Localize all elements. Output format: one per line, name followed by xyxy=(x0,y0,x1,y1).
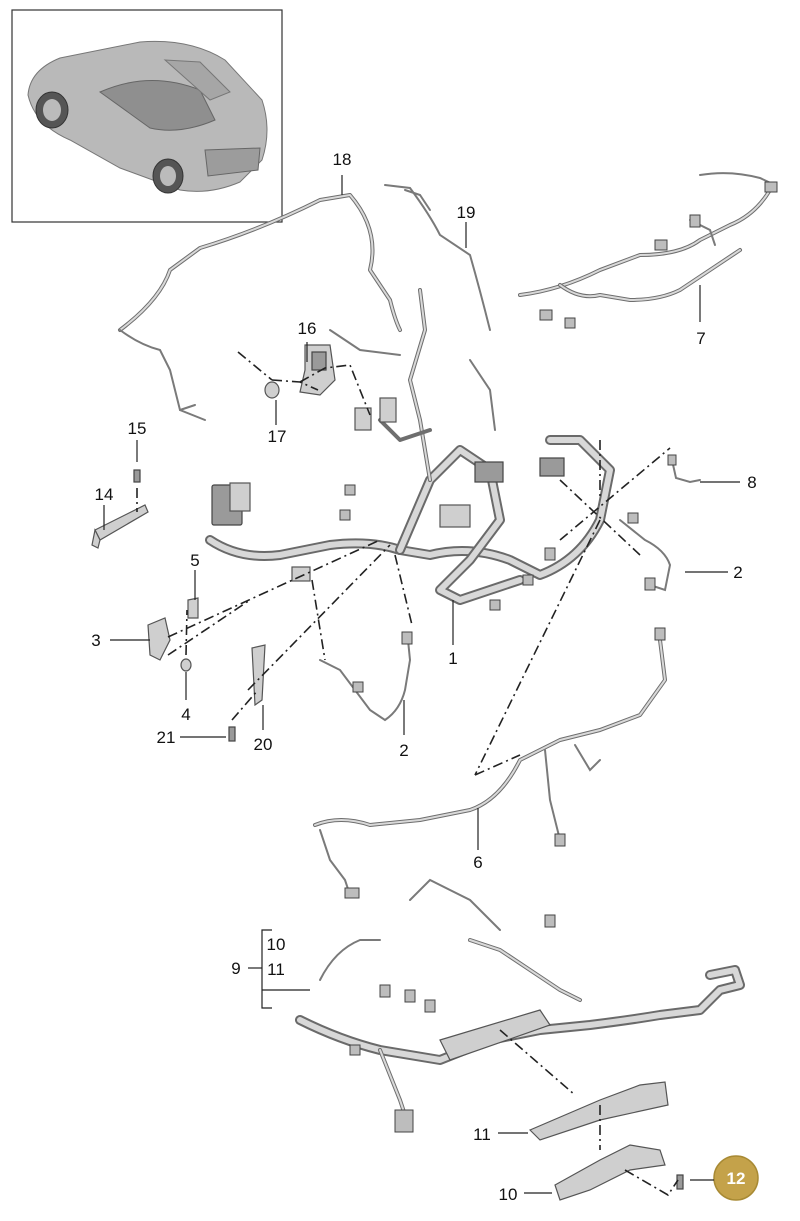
callout-7: 7 xyxy=(696,329,705,348)
callout-10-group: 10 xyxy=(267,935,286,954)
callout-11: 11 xyxy=(473,1125,491,1144)
callout-11-group: 11 xyxy=(267,960,285,979)
callout-14: 14 xyxy=(95,485,114,504)
nut-4 xyxy=(180,658,192,672)
callout-15: 15 xyxy=(128,419,147,438)
bracket-20 xyxy=(251,644,266,707)
tray-11 xyxy=(528,1081,669,1141)
harness-19 xyxy=(384,184,491,331)
callout-18: 18 xyxy=(333,150,352,169)
harness-2-right xyxy=(619,512,672,592)
callout-2-left: 2 xyxy=(399,741,408,760)
callout-6: 6 xyxy=(473,853,482,872)
bracket-16 xyxy=(299,344,336,396)
callout-4: 4 xyxy=(181,705,190,724)
assembly-lines xyxy=(136,351,679,1197)
harness-9 xyxy=(295,878,745,1133)
callout-9: 9 xyxy=(231,959,240,978)
callout-10: 10 xyxy=(499,1185,518,1204)
screw-15 xyxy=(133,469,141,483)
callout-19: 19 xyxy=(457,203,476,222)
tray-10 xyxy=(554,1144,666,1201)
bracket-3 xyxy=(147,617,171,661)
harness-18 xyxy=(118,193,402,421)
callout-21: 21 xyxy=(157,728,176,747)
callout-5: 5 xyxy=(190,551,199,570)
callouts: 18 19 7 16 17 15 14 8 5 2 3 1 4 21 20 2 … xyxy=(91,150,756,1204)
callout-16: 16 xyxy=(298,319,317,338)
badge-12-label: 12 xyxy=(727,1169,746,1188)
harness-7 xyxy=(518,172,778,329)
callout-20: 20 xyxy=(254,735,273,754)
harness-main-1 xyxy=(205,288,615,611)
bracket-14 xyxy=(91,504,149,549)
part-8 xyxy=(667,454,701,484)
harness-6 xyxy=(313,627,667,899)
callout-2-right: 2 xyxy=(733,563,742,582)
vehicle-thumbnail xyxy=(11,9,283,223)
grommet-17 xyxy=(264,381,280,399)
screw-12 xyxy=(676,1174,684,1190)
callout-8: 8 xyxy=(747,473,756,492)
leader-lines xyxy=(103,175,740,1194)
callout-1: 1 xyxy=(448,649,457,668)
clip-5 xyxy=(187,597,199,619)
callout-17: 17 xyxy=(268,427,287,446)
harness-2-left xyxy=(319,631,413,722)
screw-21 xyxy=(228,726,236,742)
callout-3: 3 xyxy=(91,631,100,650)
badge-12[interactable]: 12 xyxy=(690,1155,759,1201)
